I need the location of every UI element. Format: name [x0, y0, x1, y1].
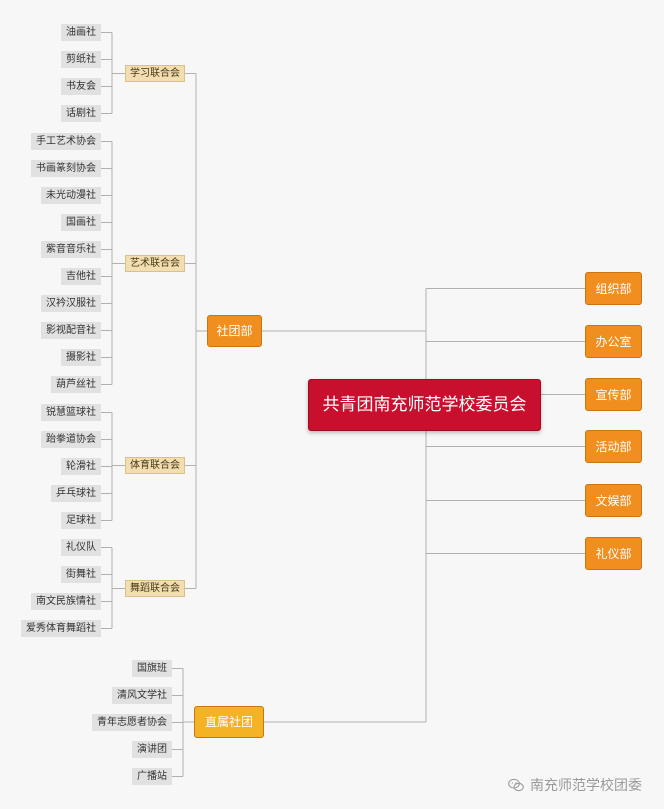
leaf-node: 国画社	[61, 214, 101, 231]
group-node: 学习联合会	[125, 65, 185, 82]
leaf-node: 南文民族情社	[31, 593, 101, 610]
watermark-text: 南充师范学校团委	[530, 778, 642, 794]
department-node: 文娱部	[585, 484, 642, 517]
department-node-zhishu: 直属社团	[194, 706, 264, 738]
leaf-node: 礼仪队	[61, 539, 101, 556]
leaf-node: 清风文学社	[112, 687, 172, 704]
leaf-node: 演讲团	[132, 741, 172, 758]
leaf-node: 吉他社	[61, 268, 101, 285]
leaf-node: 青年志愿者协会	[92, 714, 172, 731]
department-node: 组织部	[585, 272, 642, 305]
leaf-node: 国旗班	[132, 660, 172, 677]
leaf-node: 街舞社	[61, 566, 101, 583]
leaf-node: 未光动漫社	[41, 187, 101, 204]
leaf-node: 话剧社	[61, 105, 101, 122]
leaf-node: 轮滑社	[61, 458, 101, 475]
leaf-node: 影视配音社	[41, 322, 101, 339]
leaf-node: 锐慧篮球社	[41, 404, 101, 421]
leaf-node: 葫芦丝社	[51, 376, 101, 393]
watermark: 南充师范学校团委	[508, 775, 642, 795]
leaf-node: 足球社	[61, 512, 101, 529]
group-node: 艺术联合会	[125, 255, 185, 272]
leaf-node: 手工艺术协会	[31, 133, 101, 150]
leaf-node: 跆拳道协会	[41, 431, 101, 448]
group-node: 体育联合会	[125, 457, 185, 474]
leaf-node: 书画篆刻协会	[31, 160, 101, 177]
leaf-node: 广播站	[132, 768, 172, 785]
leaf-node: 剪纸社	[61, 51, 101, 68]
root-node: 共青团南充师范学校委员会	[308, 379, 541, 431]
department-node: 礼仪部	[585, 537, 642, 570]
group-node: 舞蹈联合会	[125, 580, 185, 597]
leaf-node: 紫音音乐社	[41, 241, 101, 258]
department-node-shetuanbu: 社团部	[207, 315, 262, 347]
leaf-node: 书友会	[61, 78, 101, 95]
leaf-node: 乒乓球社	[51, 485, 101, 502]
department-node: 宣传部	[585, 378, 642, 411]
leaf-node: 汉衿汉服社	[41, 295, 101, 312]
leaf-node: 油画社	[61, 24, 101, 41]
department-node: 办公室	[585, 325, 642, 358]
leaf-node: 爱秀体育舞蹈社	[21, 620, 101, 637]
wechat-icon	[508, 778, 524, 792]
leaf-node: 摄影社	[61, 349, 101, 366]
department-node: 活动部	[585, 430, 642, 463]
